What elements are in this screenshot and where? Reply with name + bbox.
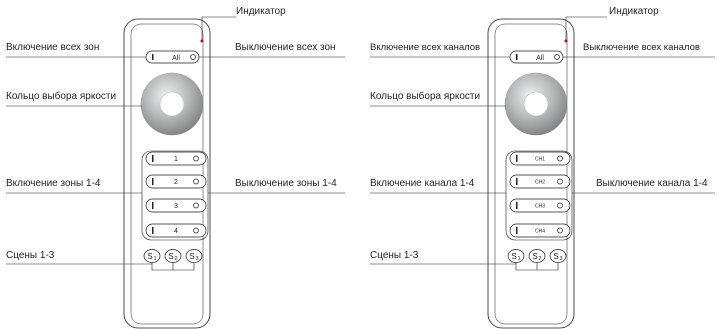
all-on-icon[interactable] — [152, 54, 154, 60]
scene-2-s: S — [532, 252, 537, 261]
channel-1-label: CH1 — [535, 157, 545, 163]
on-icon[interactable] — [152, 202, 154, 209]
off-icon[interactable] — [193, 178, 199, 185]
zone-2-button[interactable]: 2 — [145, 174, 207, 189]
all-button[interactable]: All — [145, 50, 200, 64]
scene-1-s: S — [511, 252, 516, 261]
all-off-icon[interactable] — [554, 54, 560, 60]
channel-on-label: Включение канала 1-4 — [370, 178, 475, 189]
scene-2-s: S — [168, 252, 173, 261]
brightness-ring[interactable] — [140, 72, 204, 136]
remote-body-outer — [123, 18, 211, 329]
brightness-ring[interactable] — [504, 72, 568, 136]
remote-body-outer — [487, 18, 575, 329]
indicator-label: Индикатор — [609, 6, 659, 17]
right-remote-panel: Индикатор All Включение всех каналов Вык… — [370, 6, 715, 329]
zone-3-button[interactable]: 3 — [145, 198, 207, 213]
zone-4-button[interactable]: 4 — [145, 223, 207, 238]
channel-2-label: CH2 — [535, 180, 545, 186]
on-icon[interactable] — [152, 178, 154, 185]
all-button[interactable]: All — [509, 50, 564, 64]
scene-1-button[interactable]: S 1 — [507, 249, 525, 263]
all-button-label: All — [536, 55, 544, 62]
on-icon[interactable] — [516, 155, 518, 162]
channel-3-label: CH3 — [535, 204, 545, 210]
scene-2-n: 2 — [538, 256, 541, 262]
scene-3-n: 3 — [195, 256, 198, 262]
channel-off-label: Выключение канала 1-4 — [596, 178, 708, 189]
off-icon[interactable] — [557, 202, 563, 209]
all-off-icon[interactable] — [190, 54, 196, 60]
off-icon[interactable] — [193, 202, 199, 209]
off-icon[interactable] — [557, 155, 563, 162]
channel-2-button[interactable]: CH2 — [509, 174, 571, 189]
indicator-leader — [201, 16, 236, 41]
scenes-leader — [370, 263, 517, 265]
off-icon[interactable] — [557, 178, 563, 185]
on-icon[interactable] — [516, 178, 518, 185]
scene-2-button[interactable]: S 2 — [164, 249, 182, 263]
scene-1-n: 1 — [153, 256, 156, 262]
scene-2-button[interactable]: S 2 — [528, 249, 546, 263]
on-icon[interactable] — [152, 155, 154, 162]
scenes-label: Сцены 1-3 — [370, 250, 419, 261]
remote-body-inner — [494, 23, 568, 325]
channel-3-button[interactable]: CH3 — [509, 198, 571, 213]
remote-body-inner — [130, 23, 204, 325]
scene-3-button[interactable]: S 3 — [549, 249, 567, 263]
scene-3-s: S — [553, 252, 558, 261]
scenes-label: Сцены 1-3 — [6, 250, 55, 261]
zone-2-label: 2 — [174, 179, 178, 186]
indicator-label: Индикатор — [236, 6, 286, 17]
channel-1-button[interactable]: CH1 — [509, 151, 571, 166]
channel-4-button[interactable]: CH4 — [509, 223, 571, 238]
off-icon[interactable] — [193, 227, 199, 234]
channel-button-group — [505, 150, 573, 241]
zone-1-label: 1 — [174, 156, 178, 163]
scene-3-n: 3 — [559, 256, 562, 262]
scenes-leader — [6, 263, 153, 265]
zone-1-button[interactable]: 1 — [145, 151, 207, 166]
ring-center[interactable] — [159, 91, 185, 117]
brightness-ring-label: Кольцо выбора яркости — [370, 90, 480, 102]
all-off-label: Выключение всех зон — [235, 42, 336, 53]
zone-button-group — [141, 150, 209, 241]
on-icon[interactable] — [152, 227, 154, 234]
zone-off-label: Выключение зоны 1-4 — [235, 178, 337, 189]
scene-3-s: S — [189, 252, 194, 261]
all-on-icon[interactable] — [516, 54, 518, 60]
scene-1-button[interactable]: S 1 — [143, 249, 161, 263]
all-off-label: Выключение всех каналов — [583, 42, 700, 53]
brightness-ring-label: Кольцо выбора яркости — [6, 90, 116, 102]
zone-4-label: 4 — [174, 228, 178, 235]
zone-3-label: 3 — [174, 203, 178, 210]
all-on-label: Включение всех зон — [6, 42, 99, 53]
on-icon[interactable] — [516, 227, 518, 234]
scene-3-button[interactable]: S 3 — [185, 249, 203, 263]
ring-center[interactable] — [523, 91, 549, 117]
channel-4-label: CH4 — [535, 229, 545, 235]
all-button-label: All — [172, 55, 180, 62]
on-icon[interactable] — [516, 202, 518, 209]
scene-1-s: S — [147, 252, 152, 261]
left-remote-panel: Индикатор All Включение всех зон Выключе… — [6, 6, 345, 329]
zone-on-label: Включение зоны 1-4 — [6, 178, 101, 189]
all-on-label: Включение всех каналов — [370, 42, 480, 53]
off-icon[interactable] — [557, 227, 563, 234]
scene-1-n: 1 — [517, 256, 520, 262]
off-icon[interactable] — [193, 155, 199, 162]
indicator-leader — [565, 16, 607, 41]
scene-2-n: 2 — [174, 256, 177, 262]
